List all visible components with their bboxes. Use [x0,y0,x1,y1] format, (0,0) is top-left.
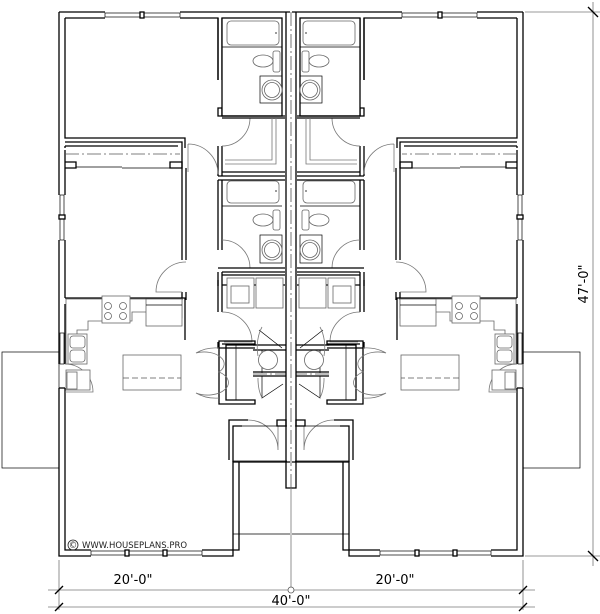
watermark-text: WWW.HOUSEPLANS.PRO [82,541,187,551]
dimension-lines: 20'-0" 20'-0" 40'-0" 47'-0" [48,2,600,612]
left-exterior-wall [58,11,290,557]
left-porch [233,425,287,462]
left-toilet-tank-2 [272,209,281,231]
left-entry-door [247,419,279,451]
left-toilet-bowl-1 [252,54,274,68]
left-dryer [255,277,284,309]
left-kitchen [65,295,183,391]
left-width-dimension: 20'-0" [113,573,152,588]
left-bathtub-1 [226,20,280,46]
watermark: © WWW.HOUSEPLANS.PRO [67,539,187,551]
left-closet-door [221,117,251,147]
left-fridge [145,298,183,327]
overall-depth-dimension: 47'-0" [577,264,592,303]
left-bed2-door [155,261,187,293]
left-bed1-door [187,143,219,175]
left-unit [1,11,290,557]
left-water-heater [258,350,278,370]
left-bathtub-2 [226,180,280,204]
left-closet-bifold-1 [195,347,229,399]
left-patio [1,351,60,469]
right-width-dimension: 20'-0" [375,573,414,588]
copyright-icon [67,539,79,551]
left-laundry-door [221,311,253,343]
left-island [122,354,182,391]
svg-text:©: © [69,541,78,551]
left-bottom-window [90,550,203,556]
left-bath2-door [221,239,251,269]
right-unit [292,11,581,557]
party-wall [285,12,297,588]
overall-width-dimension: 40'-0" [271,594,310,609]
left-toilet-tank-1 [272,50,281,73]
